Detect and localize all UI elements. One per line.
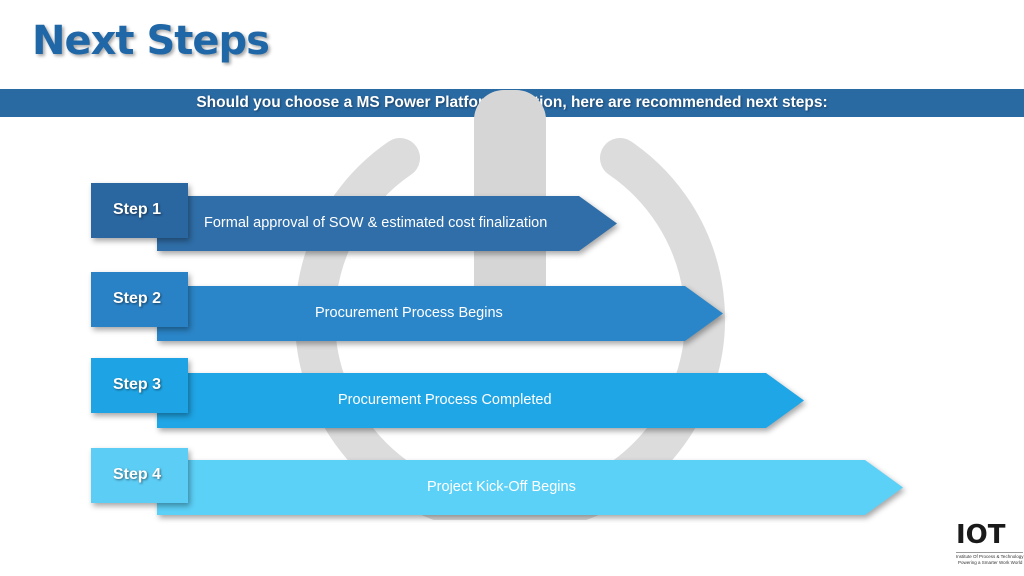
step-1-tab-body (91, 183, 188, 238)
step-2-arrow: Procurement Process Begins (157, 286, 723, 341)
step-1-arrow-body (157, 196, 617, 251)
step-4-text: Project Kick-Off Begins (427, 479, 576, 495)
page-title: Next Steps (32, 18, 270, 64)
logo-tagline-2: Powering a Smarter Work World (958, 560, 1023, 565)
step-2-label: Step 2 (113, 290, 162, 307)
step-3-arrow-body (157, 373, 804, 428)
step-2-tab-body (91, 272, 188, 327)
step-1-tab: Step 1 (91, 183, 188, 238)
step-4-tab-body (91, 448, 188, 503)
step-2-tab: Step 2 (91, 272, 188, 327)
step-2-arrow-body (157, 286, 723, 341)
iot-logo: IOT Institute Of Process & Technology Po… (952, 520, 1024, 568)
step-1-text: Formal approval of SOW & estimated cost … (204, 215, 548, 231)
step-4-label: Step 4 (113, 466, 162, 483)
step-2-text: Procurement Process Begins (315, 305, 503, 321)
step-4-arrow-body (157, 460, 903, 515)
step-1-arrow: Formal approval of SOW & estimated cost … (157, 196, 617, 251)
logo-text: IOT (956, 520, 1006, 550)
step-3-tab-body (91, 358, 188, 413)
step-3-label: Step 3 (113, 376, 162, 393)
step-1-label: Step 1 (113, 201, 162, 218)
step-4-arrow: Project Kick-Off Begins (157, 460, 903, 515)
step-3-arrow: Procurement Process Completed (157, 373, 804, 428)
logo-tagline-1: Institute Of Process & Technology (956, 552, 1024, 559)
step-3-text: Procurement Process Completed (338, 392, 552, 408)
step-3-tab: Step 3 (91, 358, 188, 413)
step-4-tab: Step 4 (91, 448, 188, 503)
